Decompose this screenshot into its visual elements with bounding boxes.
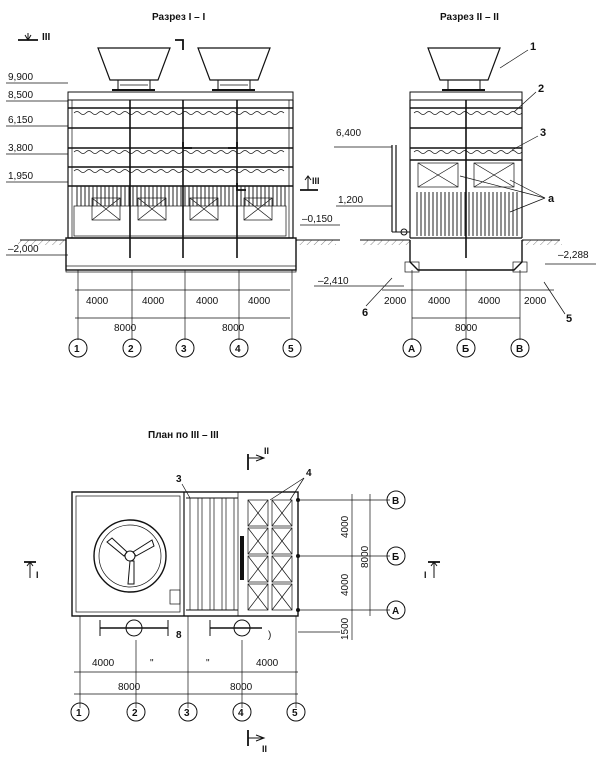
callouts-2-2: 1 2 3 а 6 5: [362, 41, 572, 325]
plan-dim-side-total: 8000: [360, 545, 371, 568]
plan-title: План по III – III: [148, 430, 219, 441]
level-minus-0150: –0,150: [302, 214, 333, 225]
plan-outline: [71, 491, 300, 617]
fan-diffuser-right: [197, 47, 271, 91]
fan-diffuser-section-2: [427, 47, 501, 91]
plan-dim-span-1: 8000: [118, 682, 141, 693]
dim2-bay-1: 2000: [384, 296, 407, 307]
callout-5: 5: [566, 313, 572, 325]
level-9900: 9,900: [8, 72, 33, 83]
plan-axis-v: В: [392, 496, 399, 507]
level-minus-2000: –2,000: [8, 244, 39, 255]
plan-axis-5: 5: [292, 708, 298, 719]
cut-mark-ii-bottom-label: II: [262, 744, 267, 754]
basin-1-1: [18, 237, 340, 273]
callout-1: 1: [530, 41, 536, 53]
plan-axis-4: 4: [238, 708, 244, 719]
plan-axis-3: 3: [184, 708, 190, 719]
level-1200: 1,200: [338, 195, 363, 206]
cut-mark-i-right: I: [424, 561, 440, 580]
cut-mark-ii-top-label: II: [264, 446, 269, 456]
section-2-2: Разрез II – II: [314, 12, 596, 358]
axis-4: 4: [235, 344, 241, 355]
plan-callout-3: 3: [176, 474, 182, 485]
dim-bay-4: 4000: [248, 296, 271, 307]
plan-axis-b: Б: [392, 552, 399, 563]
cut-mark-iii-right: III: [300, 175, 320, 191]
cut-mark-ii-bottom: II: [247, 730, 267, 754]
plan-ditto-2: ": [206, 658, 210, 669]
level-marks-left: 9,900 8,500 6,150 3,800 1,950 –2,000: [6, 72, 68, 256]
plan-axis-1: 1: [76, 708, 82, 719]
axis-v: В: [516, 344, 523, 355]
dim-bay-3: 4000: [196, 296, 219, 307]
dims-2-2: 2000 4000 4000 2000 8000: [382, 270, 554, 340]
axis-bubbles-1-1: 1 2 3 4 5: [68, 338, 302, 358]
dim2-bay-2: 4000: [428, 296, 451, 307]
cut-mark-i-left: I: [24, 561, 39, 580]
cut-mark-iii-label: III: [42, 32, 51, 43]
dim2-bay-3: 4000: [478, 296, 501, 307]
axis-5: 5: [288, 344, 294, 355]
plan-callout-8: 8: [176, 630, 182, 641]
plan-dim-bay-left: 4000: [92, 658, 115, 669]
axis-2: 2: [128, 344, 134, 355]
level-8500: 8,500: [8, 90, 33, 101]
axis-a: А: [408, 344, 415, 355]
dim-span-1: 8000: [114, 323, 137, 334]
plan-pipes: [99, 619, 262, 637]
plan-dim-span-2: 8000: [230, 682, 253, 693]
dims-1-1: 4000 4000 4000 4000 8000 8000: [75, 270, 293, 340]
axis-bubbles-2-2: А Б В: [402, 338, 530, 358]
plan-callout-paren: ): [268, 630, 271, 641]
axis-1: 1: [74, 344, 80, 355]
axis-b: Б: [462, 344, 469, 355]
callout-2: 2: [538, 83, 544, 95]
fan-diffuser-left: [97, 47, 171, 91]
level-minus-2410: –2,410: [318, 276, 349, 287]
level-6150: 6,150: [8, 115, 33, 126]
cut-mark-iii-right-label: III: [312, 176, 320, 186]
plan-ditto-1: ": [150, 658, 154, 669]
plan-bottom-dims: 4000 " " 4000 8000 8000 1 2 3 4 5: [70, 616, 306, 722]
cut-mark-i-right-label: I: [424, 570, 427, 580]
section-1-1-title: Разрез I – I: [152, 12, 206, 23]
dim-span-2: 8000: [222, 323, 245, 334]
section-1-1: Разрез I – I III: [6, 12, 340, 358]
level-marks-right: 6,400 1,200 –2,288 –2,410: [314, 128, 596, 287]
plan-3-3: План по III – III II: [24, 430, 440, 754]
axis-3: 3: [181, 344, 187, 355]
level-3800: 3,800: [8, 143, 33, 154]
plan-axis-2: 2: [132, 708, 138, 719]
dim-bay-1: 4000: [86, 296, 109, 307]
tower-frame-2-2: [409, 91, 523, 258]
callout-6: 6: [362, 307, 368, 319]
plan-callout-4: 4: [306, 468, 312, 479]
pipe-riser: [391, 145, 410, 236]
tower-frame-1-1: [67, 39, 294, 258]
level-1950: 1,950: [8, 171, 33, 182]
plan-side-dims: 4000 4000 8000 1500 В Б А: [298, 490, 406, 640]
plan-dim-side-1: 4000: [340, 515, 351, 538]
level-6400: 6,400: [336, 128, 361, 139]
cut-mark-i-left-label: I: [36, 570, 39, 580]
cut-mark-iii-left: III: [18, 32, 51, 43]
basin-2-2: [360, 239, 562, 273]
dim-bay-2: 4000: [142, 296, 165, 307]
plan-dim-side-2: 4000: [340, 573, 351, 596]
plan-dim-offset: 1500: [340, 617, 351, 640]
dim2-bay-4: 2000: [524, 296, 547, 307]
callout-a: а: [548, 193, 555, 205]
plan-dim-bay-right: 4000: [256, 658, 279, 669]
cut-mark-ii-top: II: [247, 446, 269, 470]
section-2-2-title: Разрез II – II: [440, 12, 499, 23]
callout-3: 3: [540, 127, 546, 139]
level-minus-2288: –2,288: [558, 250, 589, 261]
plan-axis-a: А: [392, 606, 399, 617]
